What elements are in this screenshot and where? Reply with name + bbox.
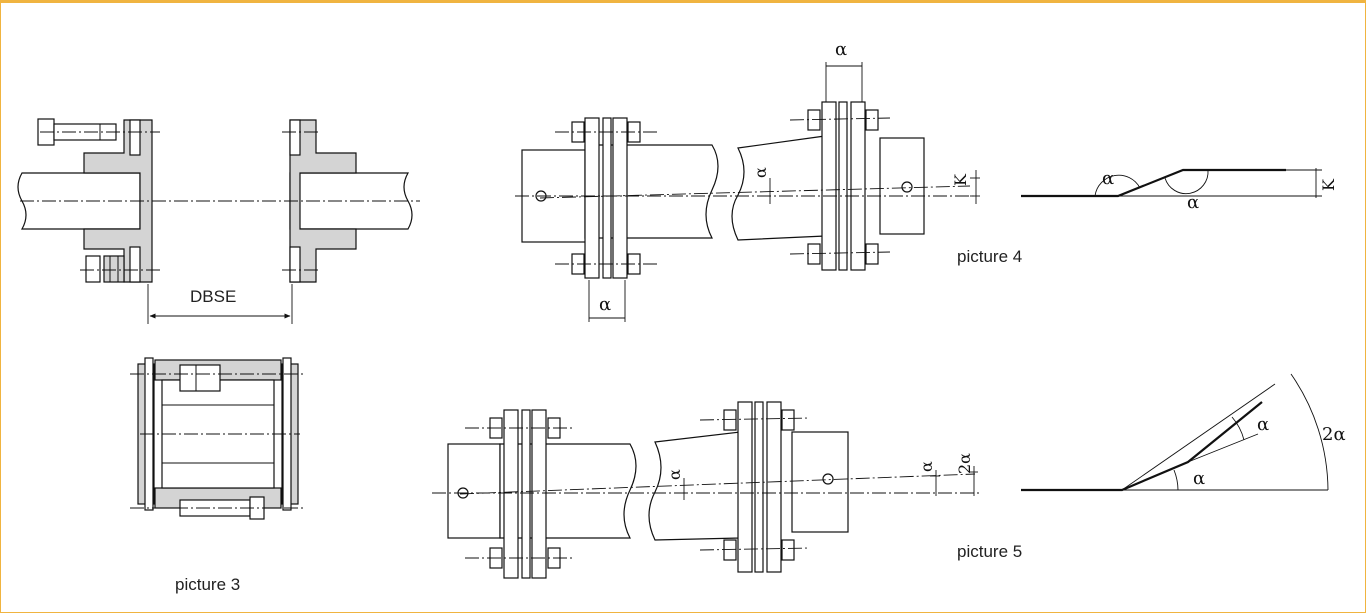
picture-3-drawing bbox=[17, 118, 420, 520]
picture-5-caption: picture 5 bbox=[957, 542, 1022, 561]
picture-4-k-schematic: K bbox=[1319, 178, 1338, 191]
picture-5-two-alpha-schematic: 2α bbox=[1322, 424, 1346, 445]
dbse-label: DBSE bbox=[190, 287, 236, 306]
picture-4-angle-schematic bbox=[1021, 168, 1322, 198]
picture-4-caption: picture 4 bbox=[957, 247, 1022, 266]
picture-4-k-label: K bbox=[951, 173, 970, 186]
picture-5-angle-schematic bbox=[1021, 373, 1329, 492]
picture-5-alpha-upper: α bbox=[1257, 414, 1269, 435]
picture-3-caption: picture 3 bbox=[175, 575, 240, 594]
picture-5-two-alpha-label: 2α bbox=[955, 453, 974, 474]
picture-4-alpha-top: α bbox=[835, 39, 847, 60]
picture-5-drawing bbox=[432, 401, 980, 579]
picture-4-drawing bbox=[515, 62, 980, 322]
picture-5-alpha-right: α bbox=[917, 461, 936, 472]
picture-4-alpha-angle-1: α bbox=[1102, 168, 1114, 189]
picture-4-alpha-angle-2: α bbox=[1187, 192, 1199, 213]
picture-4-alpha-mid: α bbox=[751, 167, 770, 178]
picture-4-alpha-left: α bbox=[599, 294, 611, 315]
picture-5-alpha-mid: α bbox=[665, 469, 684, 480]
picture-5-alpha-lower: α bbox=[1193, 468, 1205, 489]
